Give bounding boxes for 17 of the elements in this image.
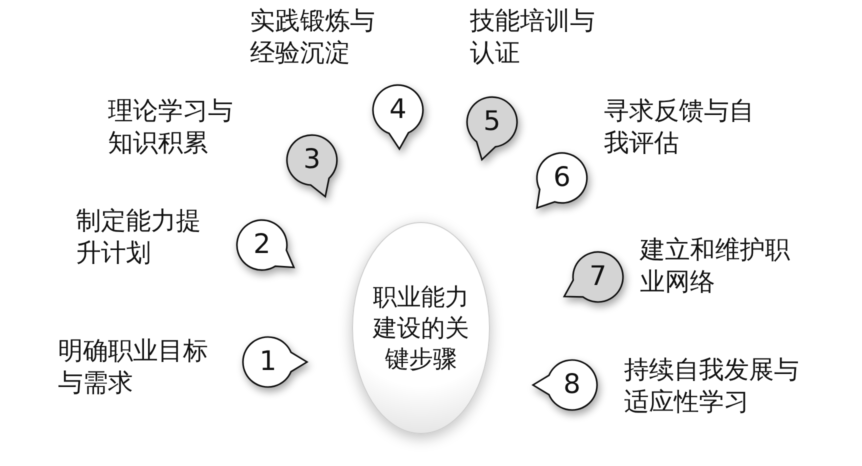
step-number: 2 [252,229,272,261]
step-number: 4 [388,94,408,126]
step-label: 建立和维护职业网络 [640,234,791,298]
step-label: 理论学习与知识积累 [108,95,234,159]
step-label: 明确职业目标与需求 [58,335,208,399]
step-number: 1 [258,346,278,378]
step-label: 技能培训与认证 [470,5,596,69]
step-number: 3 [302,144,322,176]
step-label: 制定能力提升计划 [76,205,202,269]
step-number: 6 [552,162,572,194]
step-label: 寻求反馈与自我评估 [604,95,754,159]
step-label: 持续自我发展与适应性学习 [624,354,800,418]
step-number: 8 [562,369,582,401]
step-number: 7 [588,261,608,293]
step-number: 5 [482,106,502,138]
step-label: 实践锻炼与经验沉淀 [250,5,376,69]
center-title: 职业能力建设的关键步骤 [372,282,470,374]
